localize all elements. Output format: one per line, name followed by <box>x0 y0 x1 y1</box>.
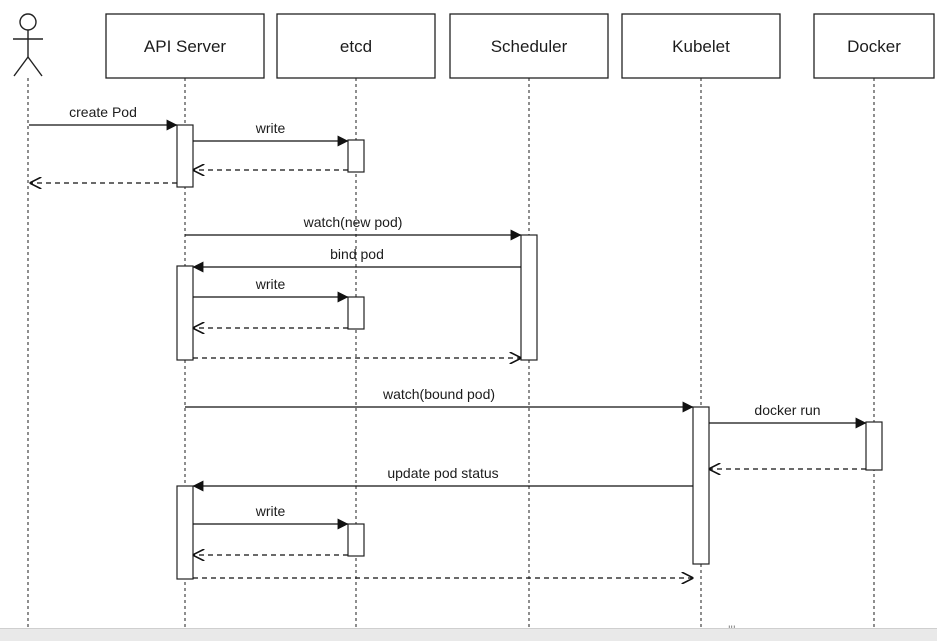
participant-etcd: etcd <box>276 13 436 79</box>
message-label: bind pod <box>330 246 384 262</box>
participant-kubelet: Kubelet <box>621 13 781 79</box>
participant-label: Kubelet <box>672 37 730 56</box>
participant-box <box>276 13 436 79</box>
actor-right-leg <box>27 56 43 77</box>
message-label: write <box>255 276 286 292</box>
participant-box <box>813 13 935 79</box>
message-label: update pod status <box>387 465 498 481</box>
message-write: write <box>193 120 349 147</box>
activation-etcd <box>347 139 365 173</box>
participant-label: Docker <box>847 37 901 56</box>
bottom-scroll-strip: ''' <box>0 625 937 641</box>
message-write: write <box>193 503 349 530</box>
message-write: write <box>193 276 349 303</box>
message-docker-run: docker run <box>709 402 867 429</box>
activation-api-server <box>176 485 194 580</box>
message-bind-pod: bind pod <box>192 246 521 273</box>
message-label: watch(bound pod) <box>382 386 495 402</box>
activation-etcd <box>347 296 365 330</box>
activation-kubelet <box>692 406 710 565</box>
message-label: watch(new pod) <box>303 214 403 230</box>
message-label: docker run <box>754 402 820 418</box>
scroll-marker: ''' <box>728 625 736 635</box>
activation-api-server <box>176 124 194 188</box>
message-label: write <box>255 120 286 136</box>
activation-scheduler <box>520 234 538 361</box>
message-label: create Pod <box>69 104 137 120</box>
message-watch-new-pod: watch(new pod) <box>185 214 522 241</box>
participant-docker: Docker <box>813 13 935 79</box>
message-update-pod-status: update pod status <box>192 465 693 492</box>
activation-api-server <box>176 265 194 361</box>
actor-person-icon <box>13 13 43 77</box>
participant-label: API Server <box>144 37 227 56</box>
activation-etcd <box>347 523 365 557</box>
participant-box <box>449 13 609 79</box>
participant-label: etcd <box>340 37 372 56</box>
participant-label: Scheduler <box>491 37 568 56</box>
actor-head <box>19 13 37 31</box>
participant-scheduler: Scheduler <box>449 13 609 79</box>
activation-docker <box>865 421 883 471</box>
participant-box <box>621 13 781 79</box>
message-watch-bound-pod: watch(bound pod) <box>185 386 694 413</box>
message-create-pod: create Pod <box>29 104 178 131</box>
participant-box <box>105 13 265 79</box>
message-label: write <box>255 503 286 519</box>
actor-left-leg <box>13 56 29 77</box>
participant-api-server: API Server <box>105 13 265 79</box>
sequence-diagram-canvas: API Server etcd Scheduler Kubelet Docker cre… <box>13 13 935 628</box>
